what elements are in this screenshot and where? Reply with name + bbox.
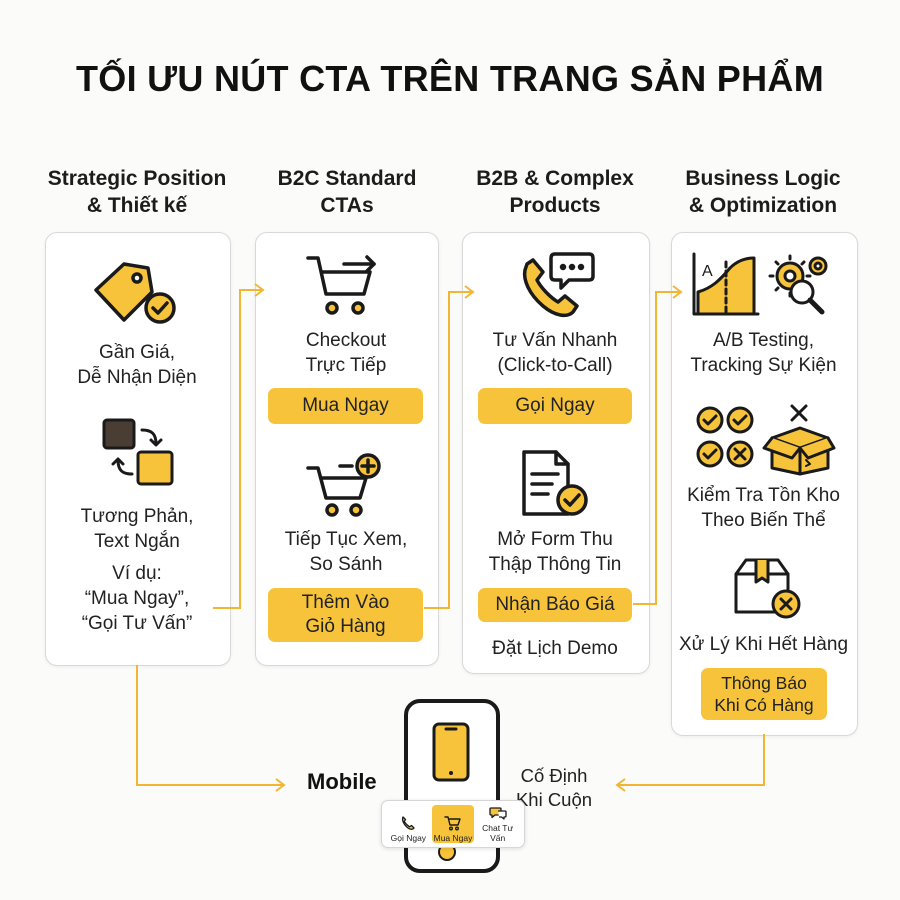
smartphone-icon bbox=[432, 722, 470, 782]
book-demo-link[interactable]: Đặt Lịch Demo bbox=[492, 638, 618, 659]
sticky-cta-bar: Gọi Ngay Mua Ngay Chat Tư Vấn bbox=[381, 800, 525, 848]
item-stock-check: Kiểm Tra Tồn Kho Theo Biến Thể bbox=[687, 485, 840, 531]
contrast-squares-icon bbox=[102, 418, 174, 486]
add-to-cart-button[interactable]: Thêm Vào Giỏ Hàng bbox=[268, 588, 423, 642]
column-header-business: Business Logic & Optimization bbox=[685, 167, 841, 217]
item-open-form: Mở Form Thu Thập Thông Tin bbox=[488, 529, 622, 575]
connector-col1-mobile bbox=[136, 665, 283, 786]
phone-chat-icon bbox=[522, 252, 595, 318]
mobile-label: Mobile bbox=[307, 769, 377, 794]
out-of-stock-box-icon bbox=[734, 558, 801, 619]
cart-icon bbox=[444, 816, 461, 831]
item-continue-compare: Tiếp Tục Xem, So Sánh bbox=[284, 529, 408, 575]
item-checkout-direct: Checkout Trực Tiếp bbox=[305, 330, 387, 376]
stock-check-icon bbox=[696, 404, 836, 476]
column-header-b2b: B2B & Complex Products bbox=[476, 167, 634, 217]
phone-icon bbox=[402, 816, 415, 830]
chat-icon bbox=[488, 807, 507, 820]
call-now-button[interactable]: Gọi Ngay bbox=[478, 388, 632, 424]
connector-col4-mobile bbox=[618, 734, 765, 786]
sticky-on-scroll-label: Cố Định Khi Cuộn bbox=[515, 765, 593, 810]
column-header-strategic: Strategic Position & Thiết kế bbox=[47, 167, 227, 217]
get-quote-button[interactable]: Nhận Báo Giá bbox=[478, 588, 632, 622]
bar-buy-now-button[interactable]: Mua Ngay bbox=[431, 805, 474, 843]
cart-plus-icon bbox=[306, 453, 381, 517]
svg-text:A: A bbox=[702, 263, 713, 280]
arrowhead-mobile-right bbox=[615, 778, 626, 792]
column-header-b2c: B2C Standard CTAs bbox=[277, 167, 417, 217]
bar-chat-consult-button[interactable]: Chat Tư Vấn bbox=[477, 805, 519, 843]
item-contrast-short-text: Tương Phản, Text Ngắn bbox=[80, 506, 194, 552]
item-out-of-stock: Xử Lý Khi Hết Hàng bbox=[678, 634, 849, 655]
arrowhead-mobile-left bbox=[275, 778, 286, 792]
notify-when-available-button[interactable]: Thông Báo Khi Có Hàng bbox=[701, 668, 827, 720]
page-title: TỐI ƯU NÚT CTA TRÊN TRANG SẢN PHẨM bbox=[75, 58, 825, 99]
cart-arrow-icon bbox=[306, 255, 376, 315]
item-quick-consult: Tư Vấn Nhanh (Click-to-Call) bbox=[492, 330, 618, 376]
example-text: Ví dụ: “Mua Ngay”, “Gọi Tư Vấn” bbox=[81, 563, 193, 634]
price-tag-check-icon bbox=[94, 262, 176, 324]
ab-test-chart-icon: A bbox=[692, 252, 828, 316]
buy-now-button[interactable]: Mua Ngay bbox=[268, 388, 423, 424]
bar-call-now-button[interactable]: Gọi Ngay bbox=[387, 805, 429, 843]
form-check-icon bbox=[522, 450, 588, 516]
panel-business bbox=[671, 232, 858, 736]
item-ab-testing: A/B Testing, Tracking Sự Kiện bbox=[690, 330, 837, 376]
item-near-price: Gần Giá, Dễ Nhận Diện bbox=[77, 342, 197, 388]
